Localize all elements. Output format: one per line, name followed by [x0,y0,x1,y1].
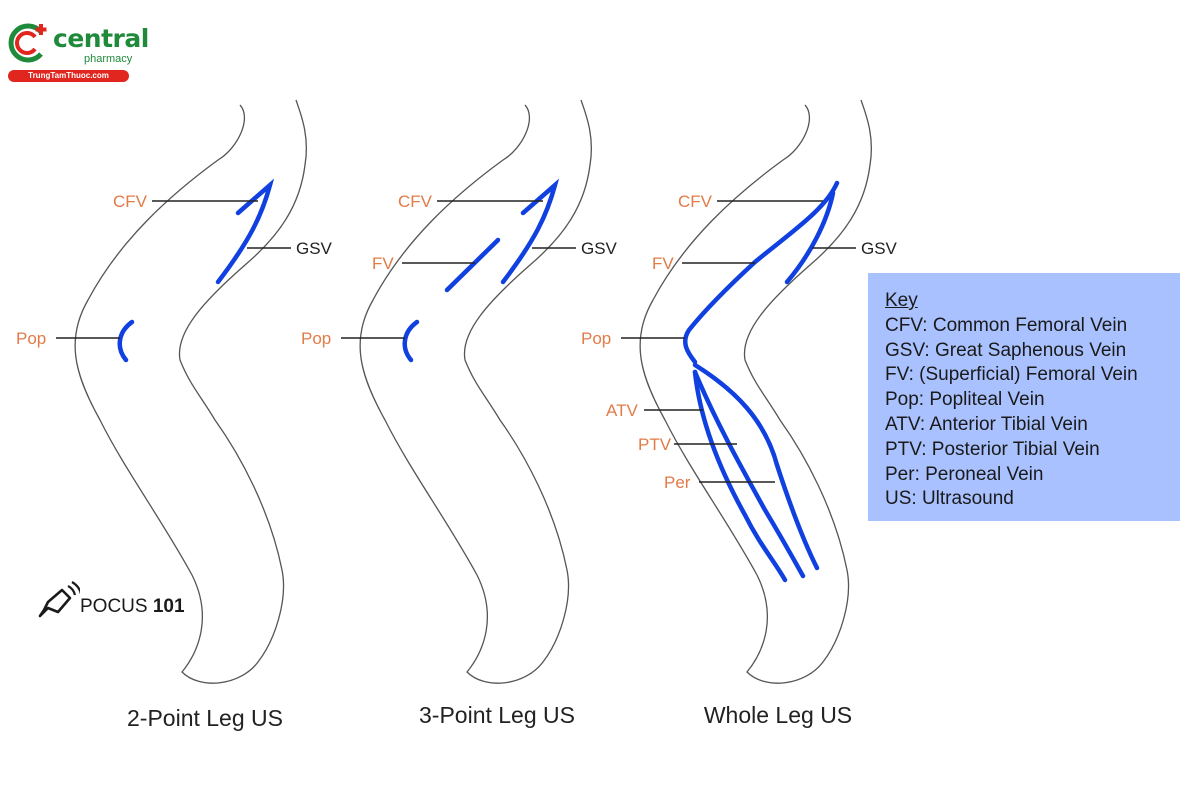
label-atv: ATV [606,401,638,420]
leader-lines-3 [621,200,856,483]
central-pharmacy-logo: central pharmacy TrungTamThuoc.com [6,20,149,84]
logo-site-url: TrungTamThuoc.com [8,70,129,82]
pocus-101-watermark: POCUS 101 [34,580,204,624]
label-cfv-1: CFV [113,192,148,211]
gsv-vein-3 [784,190,836,285]
caption-whole-leg: Whole Leg US [704,702,852,728]
per-vein [692,369,788,583]
panel-2-point: CFV GSV Pop 2-Point Leg US [16,99,333,731]
logo-subtitle: pharmacy [84,53,133,65]
label-pop-1: Pop [16,329,46,348]
key-entry-gsv: GSV: Great Saphenous Vein [885,339,1127,361]
ultrasound-probe-icon [38,581,80,618]
veins-panel-3 [683,180,840,583]
pocus-text: POCUS 101 [80,596,185,618]
key-entry-us: US: Ultrasound [885,488,1014,510]
panel-whole-leg: CFV FV GSV Pop ATV PTV Per Whole Leg US [581,99,898,728]
caption-2-point: 2-Point Leg US [127,705,283,731]
label-ptv: PTV [638,435,672,454]
key-box: Key CFV: Common Femoral Vein GSV: Great … [868,273,1180,521]
leader-lines-1 [56,200,291,339]
cfv-gsv-vein [215,178,275,285]
pop-vein [117,319,135,363]
veins-panel-1 [117,178,275,363]
caption-3-point: 3-Point Leg US [419,702,575,728]
label-cfv-3: CFV [678,192,713,211]
key-entry-atv: ATV: Anterior Tibial Vein [885,413,1088,435]
cfv-gsv-vein-2 [500,178,560,285]
label-pop-2: Pop [301,329,331,348]
key-title: Key [885,290,918,311]
label-pop-3: Pop [581,329,611,348]
fv-vein-2 [444,237,501,293]
pop-vein-2 [402,319,420,363]
pocus-number: 101 [152,596,185,617]
logo-mark-icon [8,23,47,63]
label-per: Per [664,473,691,492]
panel-3-point: CFV FV GSV Pop 3-Point Leg US [301,99,618,728]
ptv-vein [692,369,806,579]
cfv-fv-pop-vein [683,180,840,365]
veins-panel-2 [402,178,560,363]
leg-outline-2 [359,99,593,684]
key-entry-fv: FV: (Superficial) Femoral Vein [885,364,1138,386]
leader-lines-2 [341,200,576,339]
key-entry-cfv: CFV: Common Femoral Vein [885,314,1128,336]
label-gsv-2: GSV [581,239,618,258]
key-entry-ptv: PTV: Posterior Tibial Vein [885,438,1100,460]
logo-word: central [53,24,149,53]
key-entry-pop: Pop: Popliteal Vein [885,389,1045,411]
label-gsv-3: GSV [861,239,898,258]
pocus-prefix: POCUS [80,596,148,617]
key-entry-per: Per: Peroneal Vein [885,463,1044,485]
label-fv-2: FV [372,254,394,273]
atv-vein [692,362,820,571]
label-gsv-1: GSV [296,239,333,258]
label-fv-3: FV [652,254,674,273]
label-cfv-2: CFV [398,192,433,211]
